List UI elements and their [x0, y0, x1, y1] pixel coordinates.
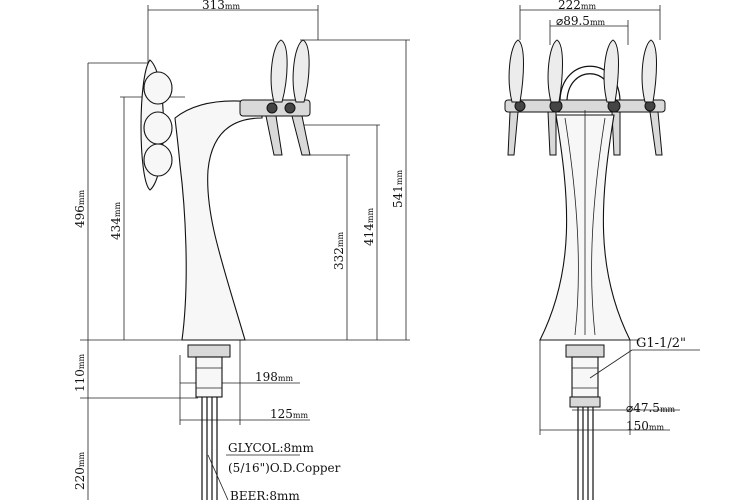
label-thread: G1-1/2" — [636, 336, 686, 351]
tap-handle-left — [270, 39, 288, 103]
label-beer: BEER:8mm — [230, 489, 300, 500]
dim-198: 198mm — [255, 370, 293, 384]
dim-150: 150mm — [626, 419, 664, 433]
spout-right — [291, 115, 311, 156]
dim-222: 222mm — [558, 0, 596, 12]
dim-89-5: ⌀89.5mm — [556, 14, 606, 28]
dim-541: 541mm — [391, 170, 405, 208]
base-nut — [187, 344, 231, 358]
dim-220: 220mm — [73, 452, 87, 490]
handle-3 — [603, 39, 619, 103]
base-shank — [195, 356, 223, 398]
handle-2 — [547, 39, 563, 103]
dim-313: 313mm — [202, 0, 240, 12]
handle-4 — [641, 39, 657, 103]
dim-47-5: ⌀47.5mm — [626, 401, 676, 415]
dim-496: 496mm — [73, 190, 87, 228]
label-glycol: GLYCOL:8mm — [228, 441, 315, 455]
dim-414: 414mm — [362, 208, 376, 246]
dim-434: 434mm — [109, 202, 123, 240]
tap-handle-right — [292, 39, 310, 103]
dim-332: 332mm — [332, 232, 346, 270]
label-copper: (5/16")O.D.Copper — [228, 461, 341, 475]
dim-110: 110mm — [73, 354, 87, 392]
front-view: 222mm ⌀89.5mm — [504, 0, 700, 500]
handle-1 — [508, 39, 524, 103]
tower-body — [174, 100, 263, 341]
side-view: 313mm 496mm 434mm 332mm 414mm 541mm 110m… — [73, 0, 410, 500]
dim-125: 125mm — [270, 407, 308, 421]
spout-left — [265, 115, 283, 156]
